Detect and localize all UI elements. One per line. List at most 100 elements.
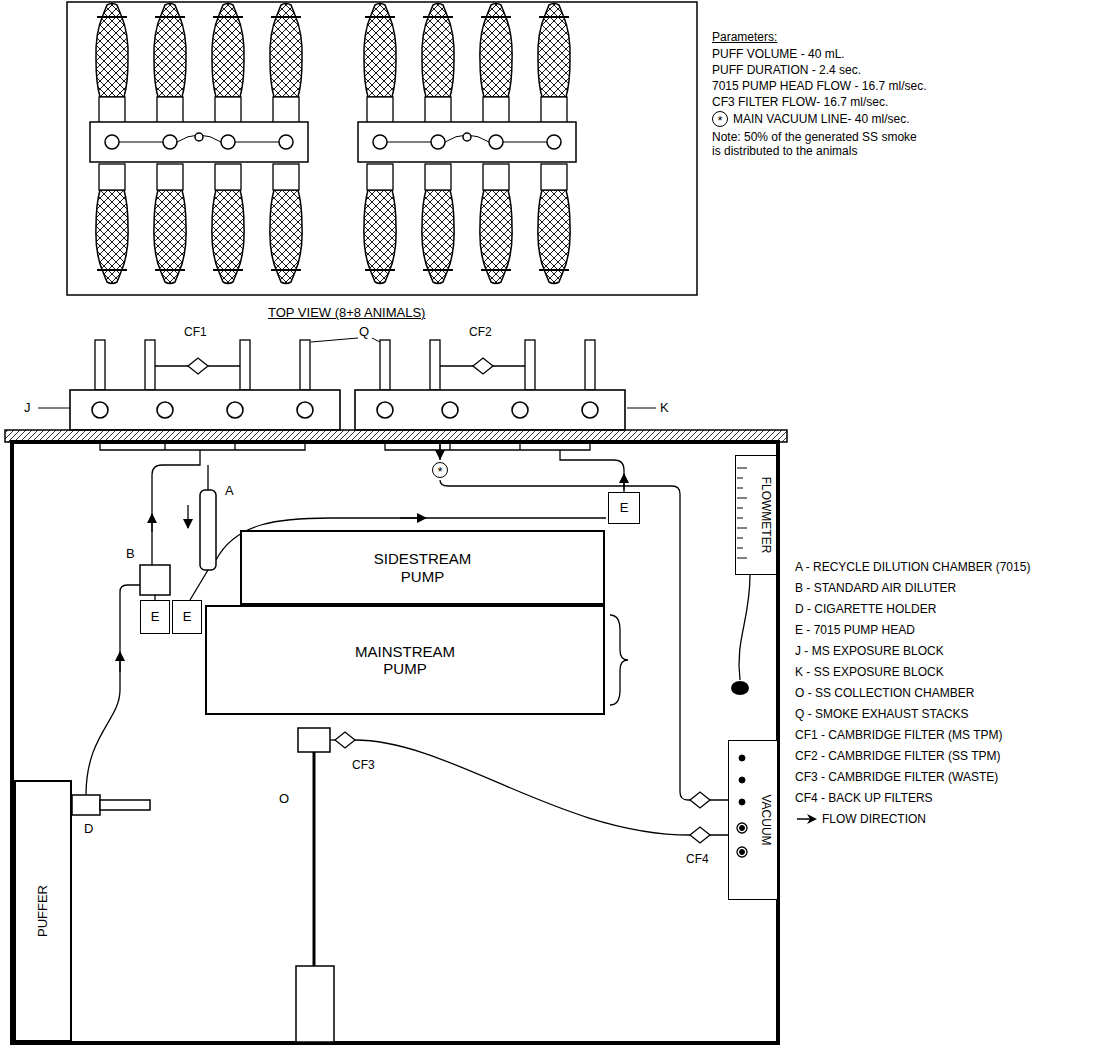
key-entry: E - 7015 PUMP HEAD <box>795 623 915 637</box>
animal-restraint-tube <box>154 164 186 284</box>
parameter-line: PUFF DURATION - 2.4 sec. <box>712 63 861 77</box>
cambridge-filter <box>335 732 710 843</box>
key-entry: CF3 - CAMBRIDGE FILTER (WASTE) <box>795 770 998 784</box>
callout-letter: K <box>660 401 669 415</box>
exposure-block-top <box>463 133 471 141</box>
node-text: SIDESTREAM PUMP <box>374 550 472 585</box>
flow-arrow <box>400 517 426 518</box>
key-entry: CF2 - CAMBRIDGE FILTER (SS TPM) <box>795 749 1001 763</box>
exposure-block-top <box>90 122 308 162</box>
parameter-line: MAIN VACUUM LINE- 40 ml/sec. <box>733 112 909 126</box>
callout-letter: D <box>84 822 93 836</box>
leader-line <box>627 408 656 409</box>
cambridge-filter <box>335 732 355 748</box>
legend-text: FLOW DIRECTION <box>822 812 926 826</box>
vacuum-port <box>739 755 745 761</box>
callout-letter: Q <box>359 325 369 339</box>
parameter-heading: Parameters: <box>712 30 777 44</box>
pump-box: SIDESTREAM PUMP <box>240 530 605 605</box>
flow-arrow <box>119 652 120 672</box>
animal-restraint-tube <box>480 4 512 124</box>
exposure-block-top <box>489 135 503 149</box>
exhaust-stack <box>585 340 595 390</box>
animal-restraint-tube <box>212 4 244 124</box>
animal-restraint-tube <box>422 164 454 284</box>
callout-letter: O <box>279 792 289 806</box>
cigarette-holder <box>72 795 150 815</box>
pump-head: E <box>140 600 170 634</box>
node-text: E <box>151 610 160 625</box>
node-text: PUFFER <box>36 885 51 937</box>
animal-restraint-tube <box>364 4 396 124</box>
tubing <box>86 442 750 835</box>
pump-head: E <box>608 492 640 524</box>
tubing <box>385 442 590 450</box>
node-text: MAINSTREAM PUMP <box>355 643 455 678</box>
flowmeter: FLOWMETER <box>735 455 777 575</box>
flow-arrow <box>439 444 440 459</box>
cambridge-filter <box>690 792 710 808</box>
exhaust-stack <box>380 340 390 390</box>
key-entry: D - CIGARETTE HOLDER <box>795 602 936 616</box>
note: Note: 50% of the generated SS smoke is d… <box>712 130 927 158</box>
parameter-line: CF3 FILTER FLOW- 16.7 ml/sec. <box>712 95 888 109</box>
key-entry: J - MS EXPOSURE BLOCK <box>795 644 944 658</box>
exposure-block-top <box>547 135 561 149</box>
cambridge-filter <box>155 358 525 374</box>
flow-arrow <box>151 514 152 532</box>
tubing <box>86 585 140 795</box>
flow-arrow <box>623 474 624 490</box>
exposure-block-top <box>90 122 576 162</box>
asterisk-symbol: * <box>432 462 448 478</box>
animal-restraint-tube <box>422 4 454 124</box>
leader-line <box>38 408 70 409</box>
animal-restraint-tube <box>364 164 396 284</box>
animal-restraint-tube <box>96 4 570 284</box>
node-text: E <box>620 501 629 516</box>
callout-letter: A <box>225 484 234 498</box>
vacuum-port <box>737 847 747 857</box>
parameter-line: 7015 PUMP HEAD FLOW - 16.7 ml/sec. <box>712 79 927 93</box>
exhaust-stack <box>95 340 105 390</box>
top-view-panel <box>67 2 697 295</box>
animal-restraint-tube <box>212 164 244 284</box>
vacuum-port <box>739 799 745 805</box>
callout-letter: CF2 <box>469 325 492 339</box>
callout-letter: B <box>126 547 135 561</box>
node-text: FLOWMETER <box>758 477 772 554</box>
key-entry: A - RECYCLE DILUTION CHAMBER (7015) <box>795 560 1030 574</box>
animal-restraint-tube <box>270 4 302 124</box>
leader-line <box>38 338 656 408</box>
vacuum-port <box>740 826 745 831</box>
exposure-block <box>582 402 598 418</box>
exhaust-stack <box>95 340 595 390</box>
animal-restraint-tube <box>96 164 128 284</box>
exposure-block-top <box>431 135 445 149</box>
exposure-block-top <box>279 135 293 149</box>
exposure-block-top <box>195 133 203 141</box>
tubing <box>355 740 690 835</box>
animal-restraint-tube <box>154 4 186 124</box>
tubing <box>100 442 305 450</box>
exposure-block-top <box>163 135 177 149</box>
tubing <box>739 575 750 680</box>
tubing <box>439 442 440 460</box>
exhaust-stack <box>525 340 535 390</box>
flowmeter-scale <box>737 468 747 558</box>
animal-restraint-tube <box>538 164 570 284</box>
puffer-box: PUFFER <box>14 780 72 1042</box>
exhaust-stack <box>430 340 440 390</box>
pump-head: E <box>172 600 202 634</box>
callout-letter: CF3 <box>352 758 375 772</box>
key-entry: CF4 - BACK UP FILTERS <box>795 791 933 805</box>
flowmeter-valve <box>731 681 749 695</box>
exposure-block <box>377 402 393 418</box>
exhaust-stack <box>240 340 250 390</box>
exposure-block <box>227 402 243 418</box>
animal-restraint-tube <box>270 164 302 284</box>
pump-box: MAINSTREAM PUMP <box>205 605 605 715</box>
collection-chamber <box>313 752 316 966</box>
